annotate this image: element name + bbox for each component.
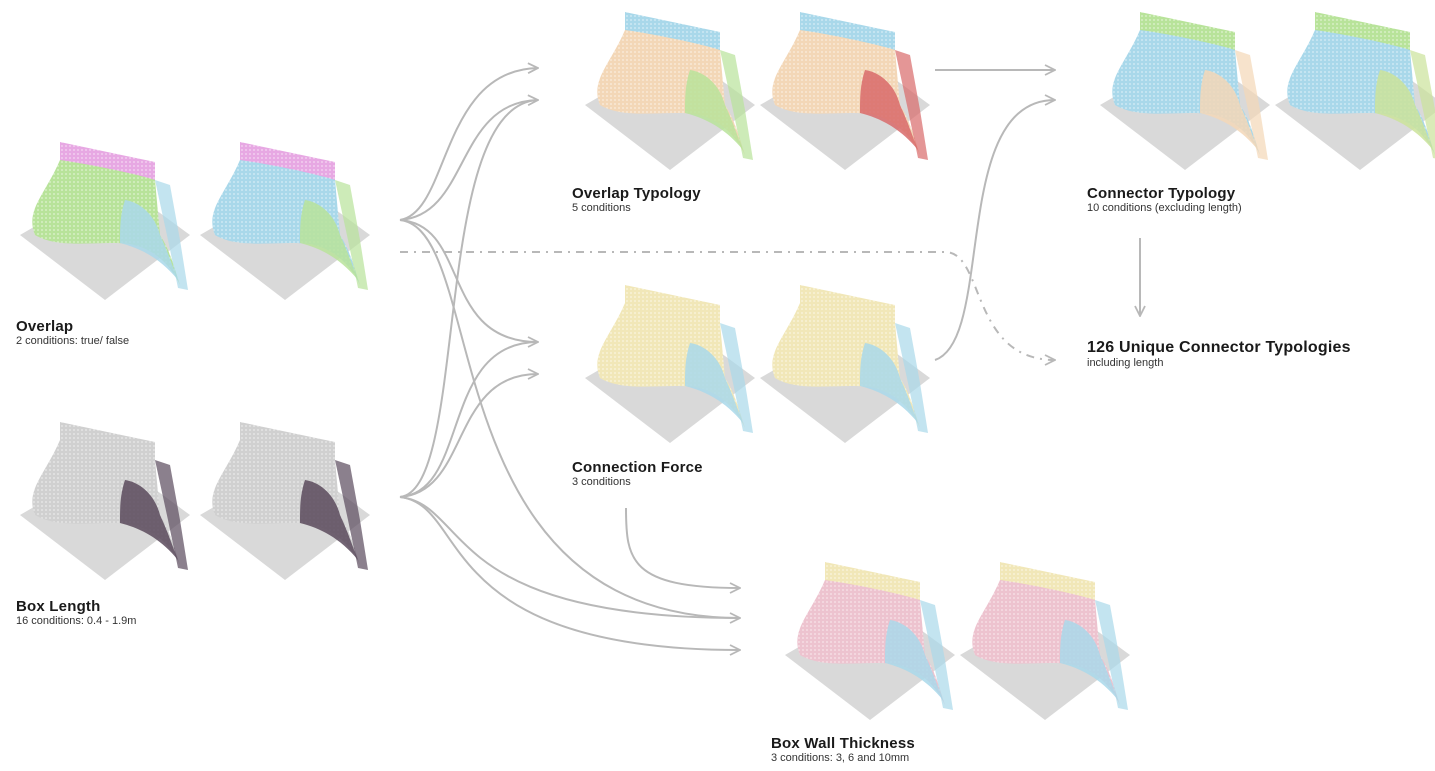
box-length-model-2 — [200, 422, 370, 580]
connector-typology-model-1 — [1100, 12, 1270, 170]
arrow-force-to-connector-typology — [934, 100, 1055, 361]
connection-force-model-1 — [585, 285, 755, 443]
overlap-typology-label: Overlap Typology 5 conditions — [572, 185, 701, 215]
connector-arrows — [399, 68, 1140, 650]
box-length-model-1 — [20, 422, 190, 580]
model-leg — [920, 600, 953, 710]
connector-typology-model-2 — [1275, 12, 1435, 170]
connection-force-model-2 — [760, 285, 930, 443]
model-accent — [300, 480, 358, 560]
model-accent — [860, 343, 918, 423]
arrow-force-to-box-wall-thickness — [625, 507, 740, 588]
unique-typologies-label: 126 Unique Connector Typologies includin… — [1087, 339, 1351, 370]
box-wall-thickness-model-1 — [785, 562, 955, 720]
arrow-overlap-to-overlap-typology-1 — [399, 68, 538, 221]
box-length-label: Box Length 16 conditions: 0.4 - 1.9m — [16, 598, 136, 628]
model-accent — [1060, 620, 1118, 700]
unique-typologies-title: 126 Unique Connector Typologies — [1087, 339, 1351, 356]
overlap-label: Overlap 2 conditions: true/ false — [16, 318, 129, 348]
surface-models — [20, 12, 1435, 720]
model-leg — [1095, 600, 1128, 710]
model-surface-texture — [32, 160, 181, 285]
model-surface-texture — [1287, 30, 1435, 155]
overlap-typology-model-1 — [585, 12, 755, 170]
model-surface-texture — [1112, 30, 1260, 155]
arrow-overlap-to-box-wall-thickness — [399, 219, 740, 618]
overlap-model-1 — [20, 142, 190, 300]
overlap-typology-title: Overlap Typology — [572, 185, 701, 202]
connection-force-label: Connection Force 3 conditions — [572, 459, 703, 489]
model-leg — [895, 323, 928, 433]
overlap-typology-model-2 — [760, 12, 930, 170]
model-leg — [720, 323, 753, 433]
model-surface-texture — [597, 30, 745, 155]
model-surface-texture — [212, 440, 360, 565]
model-surface-texture — [972, 580, 1120, 705]
box-wall-thickness-title: Box Wall Thickness — [771, 735, 915, 752]
model-accent — [120, 480, 178, 560]
overlap-typology-subtitle: 5 conditions — [572, 202, 631, 215]
model-accent — [685, 70, 743, 150]
overlap-title: Overlap — [16, 318, 74, 335]
model-accent — [685, 343, 743, 423]
connection-force-subtitle: 3 conditions — [572, 476, 631, 489]
box-wall-thickness-model-2 — [960, 562, 1130, 720]
arrow-length-to-connection-force-1 — [399, 341, 539, 498]
box-length-title: Box Length — [16, 598, 101, 615]
model-surface-texture — [212, 160, 360, 285]
connection-force-title: Connection Force — [572, 459, 703, 476]
arrow-length-to-box-wall-thickness-2 — [399, 496, 740, 650]
box-length-subtitle: 16 conditions: 0.4 - 1.9m — [16, 615, 137, 628]
box-wall-thickness-label: Box Wall Thickness 3 conditions: 3, 6 an… — [771, 735, 915, 765]
model-accent — [885, 620, 943, 700]
connector-typology-subtitle: 10 conditions (excluding length) — [1087, 202, 1242, 215]
model-leg — [720, 50, 753, 160]
overlap-subtitle: 2 conditions: true/ false — [16, 335, 130, 348]
model-surface-texture — [772, 303, 920, 428]
arrow-length-to-overlap-typology — [399, 99, 539, 498]
model-accent — [860, 70, 918, 150]
model-accent — [300, 200, 358, 280]
model-surface-texture — [797, 580, 945, 705]
overlap-model-2 — [200, 142, 370, 300]
model-leg — [155, 460, 188, 570]
arrow-overlap-to-overlap-typology-2 — [399, 100, 538, 221]
model-surface-texture — [772, 30, 920, 155]
unique-typologies-subtitle: including length — [1087, 357, 1164, 370]
model-leg — [1235, 50, 1268, 160]
model-leg — [155, 180, 188, 290]
arrow-overlap-to-connection-force — [399, 219, 538, 342]
model-accent — [120, 200, 178, 280]
model-accent — [1200, 70, 1258, 150]
connector-typology-label: Connector Typology 10 conditions (exclud… — [1087, 185, 1242, 215]
model-surface-texture — [32, 440, 181, 565]
box-wall-thickness-subtitle: 3 conditions: 3, 6 and 10mm — [771, 752, 910, 765]
connector-typology-title: Connector Typology — [1087, 185, 1236, 202]
arrow-length-to-connection-force-2 — [399, 374, 538, 498]
arrow-overlap-dashed — [400, 251, 1055, 360]
model-surface-texture — [597, 303, 745, 428]
arrow-length-to-box-wall-thickness-1 — [399, 496, 741, 619]
model-leg — [335, 460, 368, 570]
model-leg — [1410, 50, 1435, 159]
model-accent — [1375, 70, 1433, 150]
model-leg — [335, 180, 368, 290]
model-leg — [895, 50, 928, 160]
